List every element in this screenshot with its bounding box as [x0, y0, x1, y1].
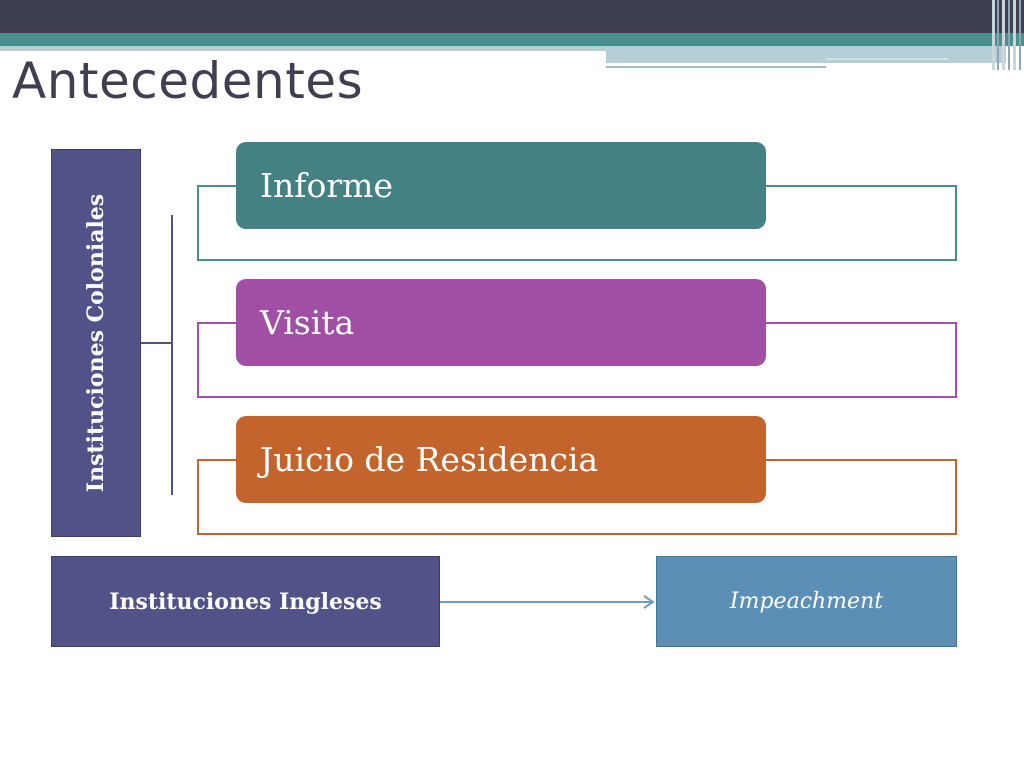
arrow-right-icon: [440, 595, 655, 609]
header-stripe: [1019, 0, 1021, 70]
item-visita: Visita: [236, 279, 766, 366]
item-informe: Informe: [236, 142, 766, 229]
source-label: Instituciones Ingleses: [109, 588, 382, 615]
group-label: Instituciones Coloniales: [83, 193, 109, 493]
connector-horizontal: [141, 342, 172, 344]
source-box-ingleses: Instituciones Ingleses: [51, 556, 440, 647]
header-bar-dark: [0, 0, 1024, 33]
item-label: Visita: [260, 303, 355, 342]
header-bar-teal: [0, 33, 1024, 46]
target-label: Impeachment: [729, 589, 884, 614]
item-label: Juicio de Residencia: [260, 440, 599, 479]
target-box-impeachment: Impeachment: [656, 556, 957, 647]
header-thin-line-2: [826, 58, 948, 60]
header-stripe: [1002, 0, 1005, 70]
header-stripe: [992, 0, 995, 70]
header-bar-light-right: [606, 46, 1006, 63]
group-box-coloniales: Instituciones Coloniales: [51, 149, 141, 537]
item-juicio-de-residencia: Juicio de Residencia: [236, 416, 766, 503]
header-stripe: [997, 0, 999, 70]
header-thin-line: [606, 66, 826, 68]
header-stripe: [1013, 0, 1016, 70]
item-label: Informe: [260, 166, 393, 205]
slide-title: Antecedentes: [12, 52, 364, 110]
connector-vertical: [171, 215, 173, 495]
header-bar-light: [0, 46, 606, 51]
header-stripe: [1008, 0, 1010, 70]
